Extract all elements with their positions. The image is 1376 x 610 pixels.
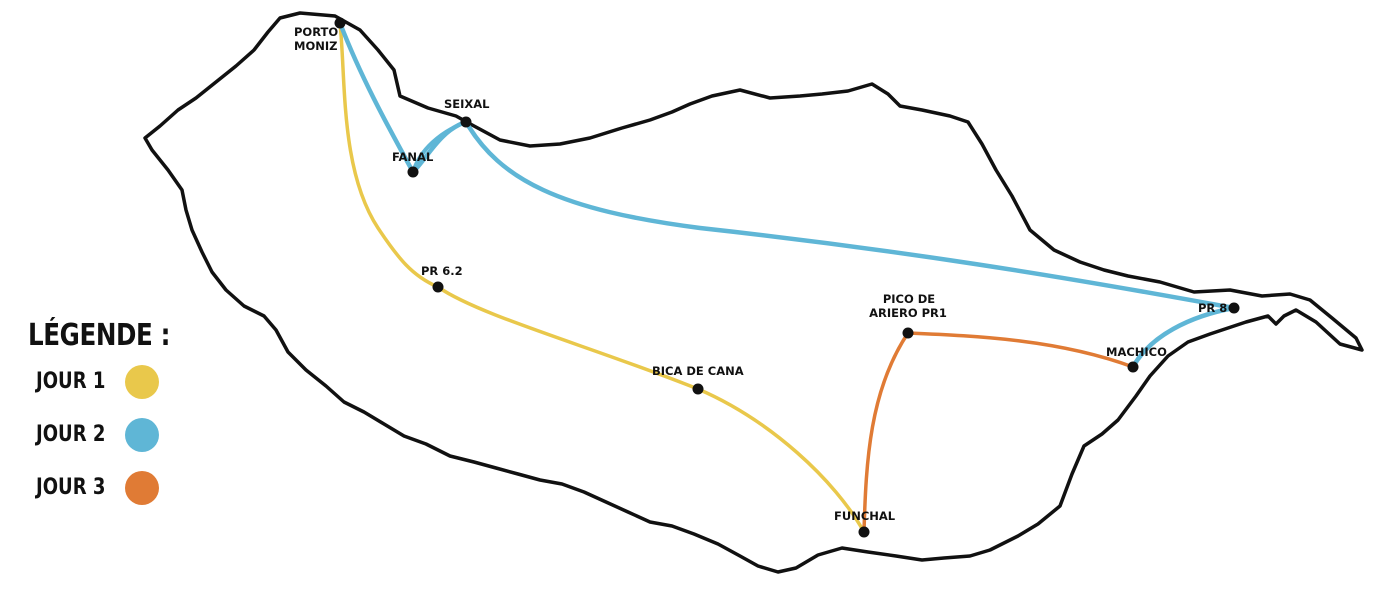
legend-item-day2: JOUR 2 bbox=[28, 418, 201, 475]
label-pico-line1: PICO DE bbox=[883, 292, 935, 306]
label-pico: PICO DE ARIERO PR1 bbox=[869, 292, 947, 320]
legend-swatch-day3 bbox=[125, 471, 159, 505]
route-day1 bbox=[338, 21, 866, 534]
legend-label-day1: JOUR 1 bbox=[36, 369, 106, 394]
legend-item-day3: JOUR 3 bbox=[28, 471, 201, 528]
marker-pr8 bbox=[1228, 302, 1240, 314]
label-funchal: FUNCHAL bbox=[834, 509, 896, 523]
label-bica: BICA DE CANA bbox=[652, 364, 744, 378]
label-porto-moniz-line2: MONIZ bbox=[294, 39, 337, 53]
map-legend: LÉGENDE : JOUR 1 JOUR 2 JOUR 3 bbox=[28, 318, 201, 528]
legend-title: LÉGENDE : bbox=[28, 318, 171, 353]
label-pr8: PR 8 bbox=[1198, 301, 1227, 315]
marker-seixal bbox=[460, 116, 472, 128]
route-day2 bbox=[337, 20, 1235, 370]
marker-funchal bbox=[858, 526, 870, 538]
marker-fanal bbox=[407, 166, 419, 178]
legend-label-day2: JOUR 2 bbox=[36, 422, 106, 447]
marker-pr62 bbox=[432, 281, 444, 293]
route-day2-branch bbox=[411, 120, 468, 174]
legend-label-day3: JOUR 3 bbox=[36, 475, 106, 500]
legend-swatch-day2 bbox=[125, 418, 159, 452]
marker-porto-moniz bbox=[334, 17, 346, 29]
label-fanal: FANAL bbox=[392, 150, 434, 164]
legend-swatch-day1 bbox=[125, 365, 159, 399]
label-pico-line2: ARIERO PR1 bbox=[869, 306, 947, 320]
legend-item-day1: JOUR 1 bbox=[28, 365, 201, 422]
marker-bica bbox=[692, 383, 704, 395]
island-outline bbox=[143, 11, 1364, 574]
label-machico: MACHICO bbox=[1106, 345, 1167, 359]
marker-machico bbox=[1127, 361, 1139, 373]
label-porto-moniz-line1: PORTO bbox=[294, 25, 338, 39]
label-porto-moniz: PORTO MONIZ bbox=[294, 25, 342, 53]
marker-pico bbox=[902, 327, 914, 339]
label-seixal: SEIXAL bbox=[444, 97, 490, 111]
label-pr62: PR 6.2 bbox=[421, 264, 463, 278]
route-day3 bbox=[862, 331, 1135, 534]
